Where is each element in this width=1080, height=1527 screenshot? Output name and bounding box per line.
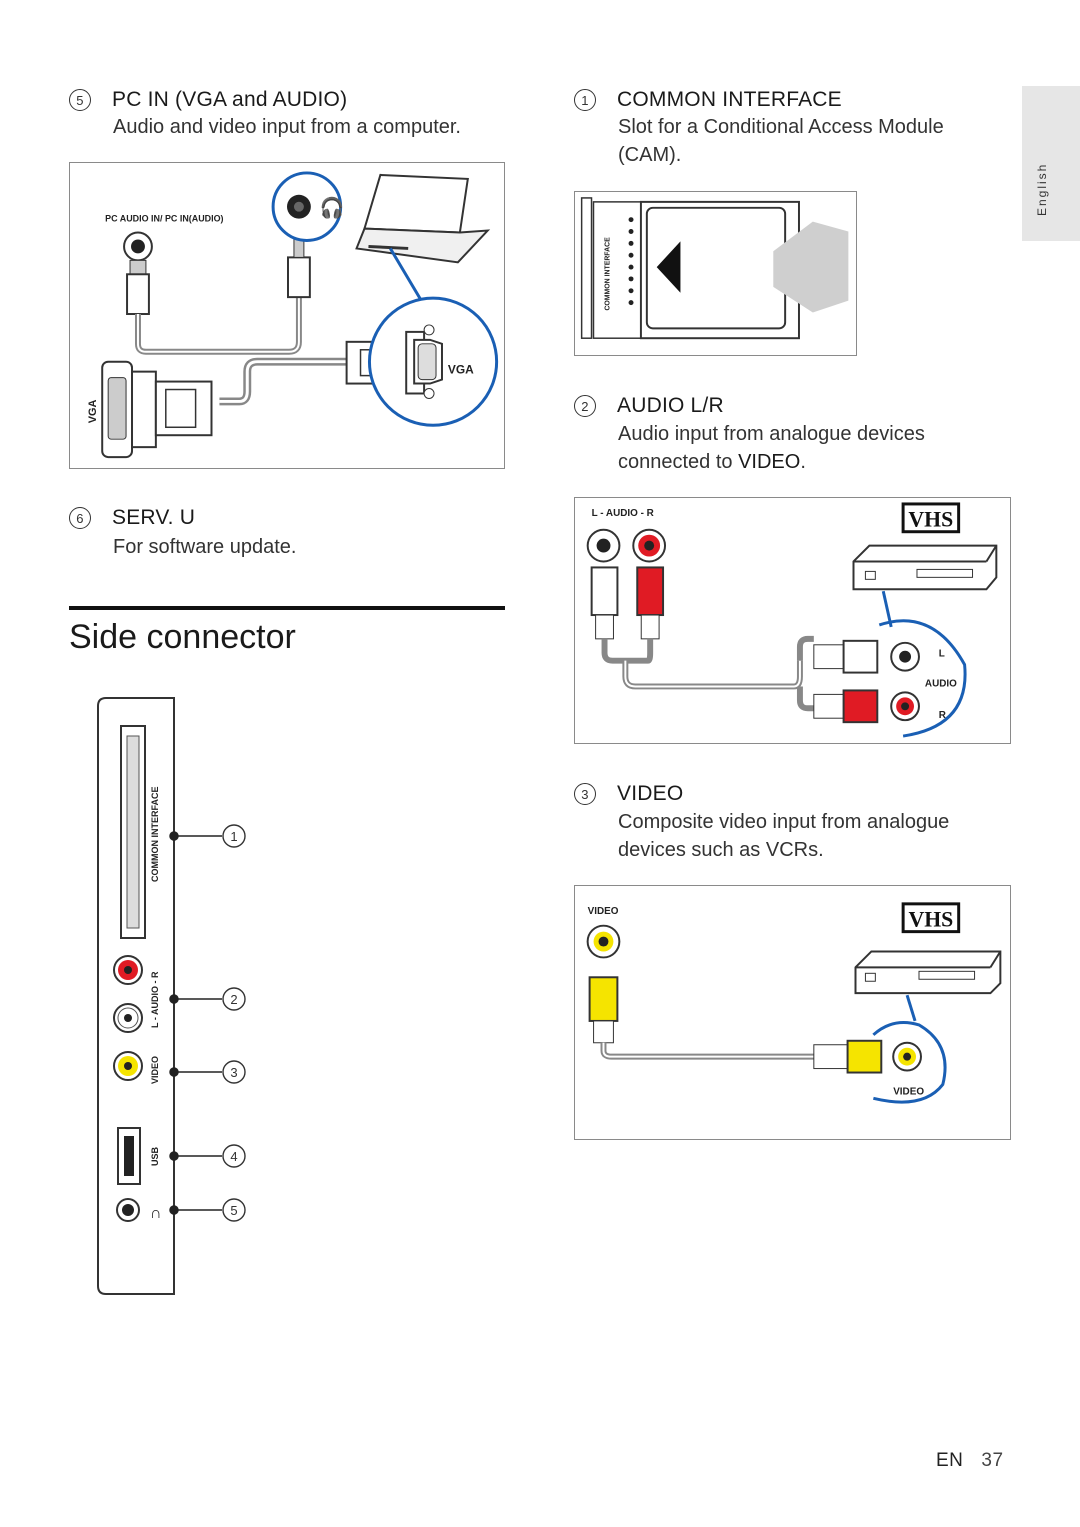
section-marker: 3	[574, 783, 596, 805]
callout-5: 5	[230, 1203, 237, 1218]
vga-label-right: VGA	[448, 363, 474, 377]
common-interface-description: Slot for a Conditional Access Module (CA…	[618, 116, 944, 166]
pc-in-title: PC IN (VGA and AUDIO)	[112, 88, 348, 111]
video-figure: VIDEO VHS VIDEO	[574, 885, 1011, 1140]
video-jack-label: VIDEO	[588, 906, 619, 917]
section-marker: 2	[574, 395, 596, 417]
section-marker: 1	[574, 89, 596, 111]
page-number: 37	[981, 1450, 1004, 1471]
side-audio-label: L - AUDIO - R	[150, 971, 160, 1028]
video-title-row: 3 VIDEO	[574, 782, 683, 806]
audio-l-label: L	[939, 649, 945, 660]
audio-jack-label: L - AUDIO - R	[592, 508, 654, 519]
section-marker: 6	[69, 507, 91, 529]
audio-r-label: R	[939, 710, 946, 721]
serv-u-title: SERV. U	[112, 506, 196, 529]
side-connector-heading: Side connector	[69, 618, 296, 656]
audio-lr-desc-emph: VIDEO	[738, 451, 801, 473]
svg-text:∩: ∩	[150, 1205, 162, 1222]
audio-lr-title-row: 2 AUDIO L/R	[574, 394, 724, 418]
vhs-logo: VHS	[908, 508, 953, 532]
serv-u-title-row: 6 SERV. U	[69, 506, 195, 530]
side-panel-figure: COMMON INTERFACE L - AUDIO - R VIDEO USB…	[96, 696, 276, 1296]
footer-lang: EN	[936, 1450, 964, 1471]
callout-4: 4	[230, 1149, 237, 1164]
pc-in-description: Audio and video input from a computer.	[113, 116, 461, 138]
common-interface-title-row: 1 COMMON INTERFACE	[574, 88, 842, 112]
callout-1: 1	[230, 829, 237, 844]
language-label: English	[1035, 162, 1049, 216]
audio-lr-description: Audio input from analogue devices connec…	[618, 420, 998, 476]
section-marker: 5	[69, 89, 91, 111]
common-interface-title: COMMON INTERFACE	[617, 88, 842, 111]
vga-label-left: VGA	[87, 400, 99, 424]
video-description: Composite video input from analogue devi…	[618, 811, 950, 861]
ci-slot-label: COMMON INTERFACE	[604, 237, 611, 311]
side-usb-label: USB	[150, 1146, 160, 1166]
page-footer: EN 37	[936, 1450, 1004, 1472]
audio-lr-title: AUDIO L/R	[617, 394, 724, 417]
callout-2: 2	[230, 992, 237, 1007]
svg-text:🎧: 🎧	[320, 197, 345, 220]
callout-3: 3	[230, 1065, 237, 1080]
ci-figure: COMMON INTERFACE	[574, 191, 857, 356]
heading-rule	[69, 606, 505, 610]
side-ci-label: COMMON INTERFACE	[150, 787, 160, 883]
pc-in-title-row: 5 PC IN (VGA and AUDIO)	[69, 88, 347, 112]
language-tab: English	[1022, 86, 1080, 241]
side-video-label: VIDEO	[150, 1056, 160, 1084]
pc-in-figure: PC AUDIO IN/ PC IN(AUDIO) 🎧	[69, 162, 505, 469]
audio-lr-desc-prefix: Audio input from analogue devices connec…	[618, 423, 925, 473]
video-vhs-logo: VHS	[908, 908, 953, 932]
video-callout-label: VIDEO	[893, 1086, 924, 1097]
audio-figure: L - AUDIO - R VHS	[574, 497, 1011, 744]
pc-audio-label: PC AUDIO IN/ PC IN(AUDIO)	[105, 214, 223, 224]
audio-audio-label: AUDIO	[925, 678, 957, 689]
serv-u-description: For software update.	[113, 536, 297, 558]
video-title: VIDEO	[617, 782, 684, 805]
audio-lr-desc-suffix: .	[800, 451, 806, 473]
